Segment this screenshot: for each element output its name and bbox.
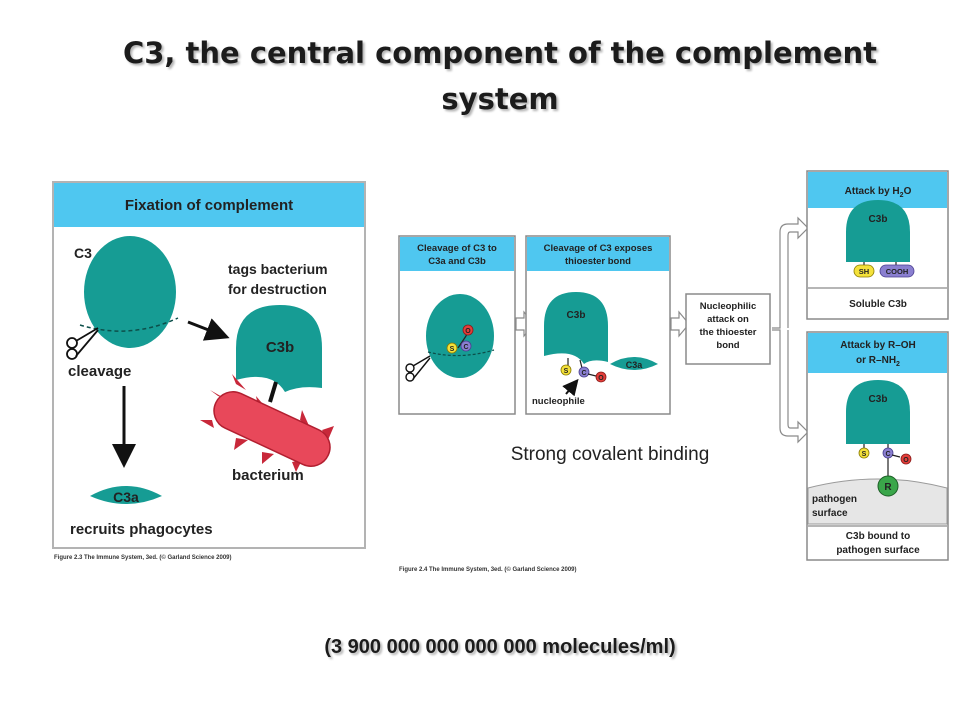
panel2-c3b-protein: [544, 292, 608, 364]
fig24-caption: Figure 2.4 The Immune System, 3ed. (© Ga…: [399, 566, 577, 573]
sh-group: [853, 264, 875, 278]
panel2-header-bg: [527, 237, 669, 271]
pathogen-surface-line1: pathogen: [812, 494, 857, 505]
arrow-panel2-3: [670, 310, 690, 338]
page-title: C3, the central component of the complem…: [122, 36, 878, 116]
fig23-header-bg: [54, 183, 364, 227]
soluble-c3b-label: Soluble C3b: [849, 299, 907, 310]
panel2-o-atom: [595, 371, 607, 383]
r-group: [877, 475, 899, 497]
bound-line1: C3b bound to: [846, 531, 910, 542]
c3b-protein: [236, 305, 322, 392]
roh-s-atom: [858, 447, 870, 459]
panel1-c3-protein: [426, 294, 494, 378]
r-label: R: [884, 482, 892, 493]
panel1-o-atom: [462, 324, 474, 336]
c3-protein: [84, 236, 176, 348]
panel2-header-line2: thioester bond: [565, 256, 631, 267]
branch-arrow-top: [772, 216, 809, 329]
nucleophilic-line4: bond: [716, 340, 739, 351]
branch-arrow-bottom: [772, 329, 809, 444]
roh-c3b-label: C3b: [869, 394, 888, 405]
cleavage-label: cleavage: [68, 363, 131, 380]
roh-header-line2: or R–NH2: [856, 355, 900, 368]
roh-o-atom: [900, 453, 912, 465]
figure-2-3: Fixation of complement C3 cleavage tags …: [52, 181, 366, 561]
tags-line-2: for destruction: [228, 281, 327, 297]
roh-s-label: S: [862, 451, 867, 458]
nucleophilic-line3: the thioester: [699, 327, 756, 338]
cleavage-line: [79, 317, 179, 332]
tags-line-1: tags bacterium: [228, 261, 328, 277]
recruits-label: recruits phagocytes: [70, 521, 213, 538]
nucleophile-arrow: [562, 378, 579, 397]
bound-line2: pathogen surface: [836, 545, 920, 556]
concentration-note: (3 900 000 000 000 000 molecules/ml): [324, 636, 676, 658]
cooh-group: [879, 264, 915, 278]
bacterium-shape: [200, 374, 334, 472]
roh-header-bg: [808, 333, 947, 373]
panel1-s-label: S: [450, 346, 455, 353]
c3a-protein: [90, 486, 162, 504]
pathogen-surface-line2: surface: [812, 508, 848, 519]
scissors-icon: [66, 327, 99, 360]
panel2-header-line1: Cleavage of C3 exposes: [544, 243, 653, 254]
roh-c3b-protein: [846, 380, 910, 444]
c3a-label: C3a: [113, 489, 139, 505]
panel1-scissors-icon: [405, 355, 431, 382]
nucleophilic-line2: attack on: [707, 314, 749, 325]
panel2-s-atom: [560, 364, 572, 376]
cooh-label: COOH: [886, 267, 909, 276]
sh-label: SH: [859, 267, 869, 276]
bacterium-label: bacterium: [232, 467, 304, 484]
h2o-c3b-protein: [846, 200, 910, 262]
fig23-header: Fixation of complement: [125, 197, 293, 214]
panel2-c3a-protein: [610, 357, 658, 370]
panel1-cleavage-line: [427, 349, 495, 357]
nucleophilic-box: [685, 293, 771, 365]
nucleophilic-line1: Nucleophilic: [700, 301, 756, 312]
panel1-header-line2: C3a and C3b: [428, 256, 486, 267]
arrow-to-c3b: [187, 318, 230, 341]
c3b-bond: [268, 381, 278, 403]
nucleophile-label: nucleophile: [532, 396, 585, 407]
panel1-s-atom: [446, 342, 458, 354]
panel2-o-label: O: [598, 375, 604, 382]
panel2-c-atom: [578, 366, 590, 378]
panel2-c-label: C: [581, 370, 586, 377]
panel1-c-atom: [460, 340, 472, 352]
strong-binding-label: Strong covalent binding: [510, 444, 710, 465]
roh-header-line1: Attack by R–OH: [840, 340, 916, 351]
fig23-caption: Figure 2.3 The Immune System, 3ed. (© Ga…: [54, 554, 232, 561]
h2o-header: Attack by H2O: [845, 186, 912, 199]
panel1-header-line1: Cleavage of C3 to: [417, 243, 497, 254]
roh-o-label: O: [903, 457, 909, 464]
panel1-header-bg: [400, 237, 514, 271]
figure-2-4: Cleavage of C3 to C3a and C3b S C O Clea…: [398, 170, 949, 573]
h2o-c3b-label: C3b: [869, 214, 888, 225]
panel2-c3a-label: C3a: [626, 360, 644, 370]
panel2-c3b-label: C3b: [567, 310, 586, 321]
c3b-label: C3b: [266, 339, 294, 356]
roh-c-label: C: [885, 451, 890, 458]
panel2-s-label: S: [564, 368, 569, 375]
panel1-o-label: O: [465, 328, 471, 335]
panel1-c-label: C: [463, 344, 468, 351]
c3-label: C3: [74, 245, 92, 261]
